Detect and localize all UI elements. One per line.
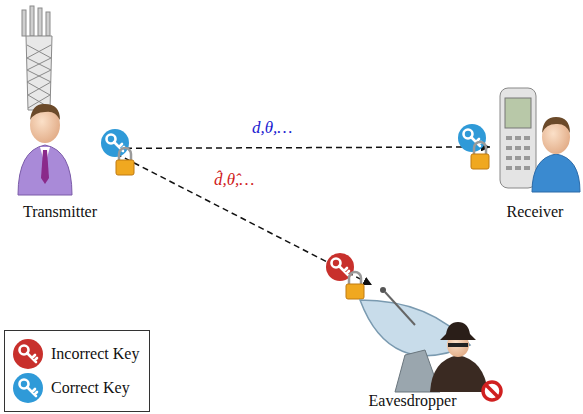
edge-label: d̂,θ̂,… xyxy=(212,170,256,190)
figure-node: Receiver xyxy=(490,80,580,224)
key-swatch xyxy=(13,373,43,403)
mobile-phone xyxy=(500,88,536,188)
legend-row: Incorrect Key xyxy=(13,337,139,371)
key-glyph xyxy=(13,339,43,369)
dashed-link xyxy=(116,147,490,148)
edge-label: d,θ,… xyxy=(250,118,294,138)
dashed-link xyxy=(116,154,372,285)
person-transmitter xyxy=(18,104,72,195)
node-label: Transmitter xyxy=(23,202,97,222)
legend-label: Incorrect Key xyxy=(51,345,139,363)
legend-box: Incorrect KeyCorrect Key xyxy=(4,330,150,412)
figure-node: Eavesdropper xyxy=(345,285,480,413)
lock-eve xyxy=(346,272,364,299)
figure-node: Transmitter xyxy=(4,4,116,224)
correct-key-tx xyxy=(101,129,129,157)
correct-key-rx xyxy=(458,124,486,152)
legend-label: Correct Key xyxy=(51,379,130,397)
key-glyph xyxy=(13,373,43,403)
no-sign xyxy=(483,382,501,400)
lock-tx xyxy=(116,148,134,175)
spy-figure xyxy=(430,322,488,392)
person-receiver xyxy=(532,117,580,192)
node-label: Receiver xyxy=(507,202,564,222)
key-swatch xyxy=(13,339,43,369)
cell-tower xyxy=(22,6,52,110)
lock-rx xyxy=(471,142,489,169)
node-label: Eavesdropper xyxy=(369,391,457,411)
legend-row: Correct Key xyxy=(13,371,139,405)
